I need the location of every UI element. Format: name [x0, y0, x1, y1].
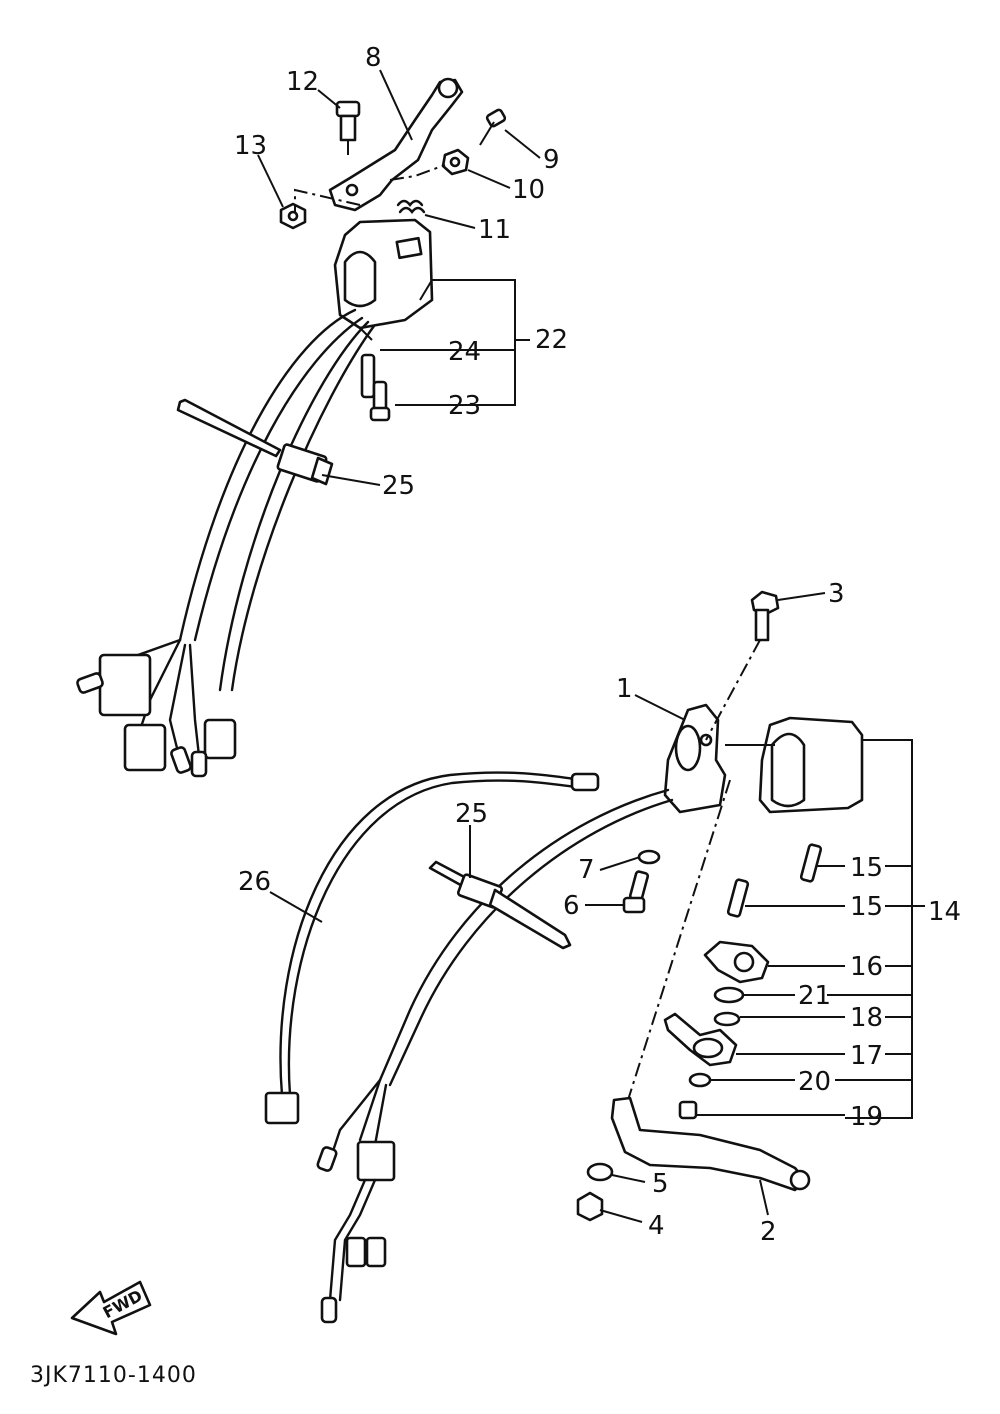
washer-part-7: [637, 849, 661, 865]
bolt-part-3: [750, 590, 780, 642]
pivot-bolt-part-12: [335, 100, 361, 155]
lower-switch-harness: [316, 788, 674, 1324]
clutch-lever-part-8: [328, 77, 464, 212]
cable-tie-part-25-lower: [428, 860, 572, 950]
screw-part-6: [622, 870, 650, 914]
callout-24: 24: [448, 337, 481, 367]
callout-9: 9: [543, 145, 560, 175]
callout-23: 23: [448, 391, 481, 421]
callout-15-b: 15: [850, 892, 883, 922]
cable-part-26: [264, 771, 600, 1125]
callout-2: 2: [760, 1217, 777, 1247]
callout-11: 11: [478, 215, 511, 245]
callout-3: 3: [828, 579, 845, 609]
callout-18: 18: [850, 1003, 883, 1033]
callout-1: 1: [616, 674, 633, 704]
callout-8: 8: [365, 43, 382, 73]
callout-20: 20: [798, 1067, 831, 1097]
nut-part-4: [576, 1191, 604, 1222]
cable-tie-part-25-upper: [176, 398, 334, 486]
callout-10: 10: [512, 175, 545, 205]
diagram-code: 3JK7110-1400: [30, 1363, 197, 1388]
callout-16: 16: [850, 952, 883, 982]
callout-13: 13: [234, 131, 267, 161]
callout-22: 22: [535, 325, 568, 355]
screw-part-9: [479, 108, 507, 146]
callout-17: 17: [850, 1041, 883, 1071]
callout-7: 7: [578, 855, 595, 885]
o-ring-part-5: [586, 1162, 614, 1182]
forward-direction-arrow-icon: FWD: [70, 1280, 152, 1336]
callout-25-lower: 25: [455, 799, 488, 829]
callout-19: 19: [850, 1102, 883, 1132]
callout-14: 14: [928, 897, 961, 927]
right-handlebar-switch-part-14: [725, 716, 864, 814]
callout-5: 5: [652, 1169, 669, 1199]
screw-part-15-b: [726, 878, 750, 918]
callout-26: 26: [238, 867, 271, 897]
lever-holder-part-1: [663, 703, 727, 814]
callout-6: 6: [563, 891, 580, 921]
upper-switch-harness: [76, 308, 376, 778]
screw-part-15-a: [799, 843, 823, 883]
brake-lever-part-2: [610, 1096, 811, 1192]
spring-part-11: [396, 199, 426, 214]
callout-12: 12: [286, 67, 319, 97]
callout-25-upper: 25: [382, 471, 415, 501]
throttle-parts-16-21: [663, 940, 770, 1120]
screw-part-24: [360, 353, 376, 399]
callout-4: 4: [648, 1211, 665, 1241]
leader-lines: [257, 69, 925, 1223]
left-handlebar-switch-part-22: [333, 218, 434, 341]
callout-21: 21: [798, 981, 831, 1011]
nut-part-13: [279, 202, 307, 230]
nut-part-10: [441, 148, 470, 176]
callout-15-a: 15: [850, 853, 883, 883]
screw-part-23: [369, 380, 391, 422]
